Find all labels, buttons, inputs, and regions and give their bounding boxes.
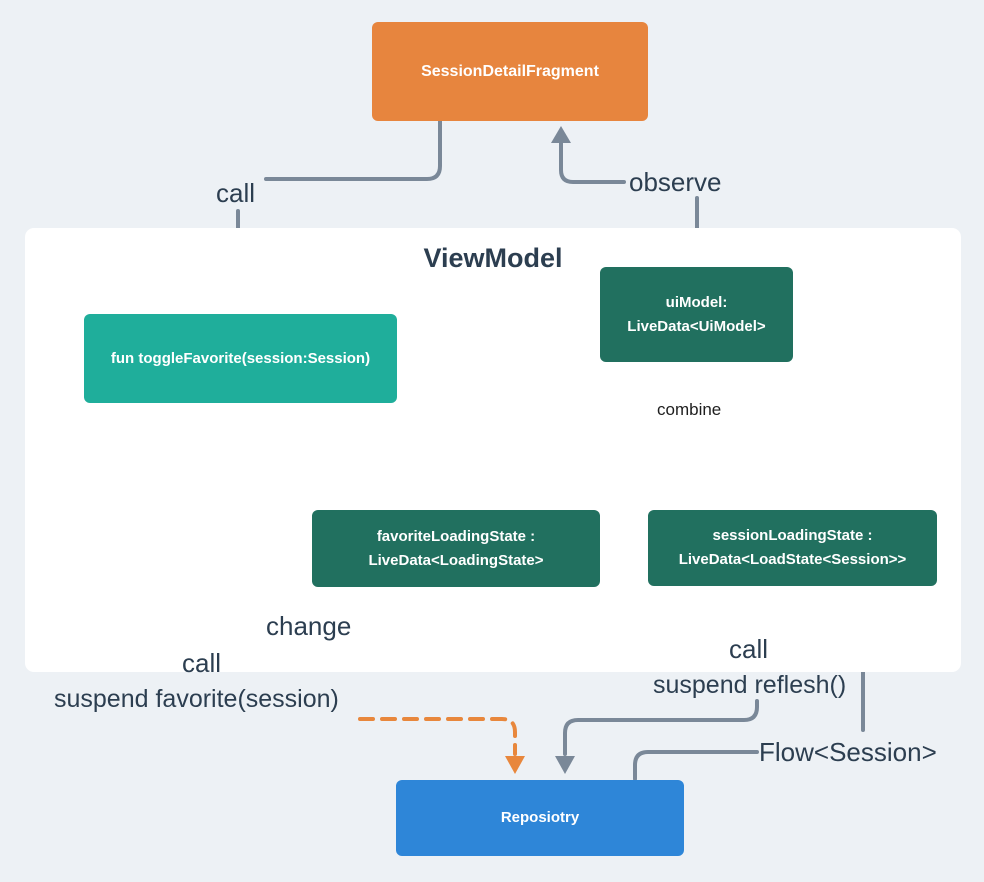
node-ui-model-line1: uiModel: xyxy=(665,293,728,311)
node-ui-model: uiModel: LiveData<UiModel> xyxy=(600,267,793,362)
edge-label-suspend-reflesh: suspend reflesh() xyxy=(653,671,847,699)
edge-label-call-top: call xyxy=(216,178,256,208)
edge-label-change: change xyxy=(266,611,352,641)
edge-label-call-bottom-left: call xyxy=(182,648,222,678)
edge-label-suspend-favorite: suspend favorite(session) xyxy=(54,685,339,713)
node-repository: Reposiotry xyxy=(396,780,684,856)
node-favorite-loading-state-line2: LiveData<LoadingState> xyxy=(368,551,544,569)
node-session-loading-state-line1: sessionLoadingState : xyxy=(712,527,873,544)
node-ui-model-line2: LiveData<UiModel> xyxy=(627,317,766,335)
node-session-detail-fragment: SessionDetailFragment xyxy=(372,22,648,121)
node-toggle-favorite-label: fun toggleFavorite(session:Session) xyxy=(110,349,371,367)
node-favorite-loading-state-line1: favoriteLoadingState : xyxy=(376,527,536,545)
edge-label-flow-session: Flow<Session> xyxy=(759,737,937,767)
node-toggle-favorite: fun toggleFavorite(session:Session) xyxy=(84,314,397,403)
viewmodel-panel xyxy=(25,228,961,672)
edge-label-call-bottom-right: call xyxy=(729,634,769,664)
viewmodel-panel-title: ViewModel xyxy=(423,243,563,273)
edge-label-observe: observe xyxy=(629,167,722,197)
node-repository-label: Reposiotry xyxy=(500,809,580,826)
node-favorite-loading-state: favoriteLoadingState : LiveData<LoadingS… xyxy=(312,510,600,587)
node-session-detail-fragment-label: SessionDetailFragment xyxy=(421,62,599,80)
edge-label-combine: combine xyxy=(657,400,722,419)
node-session-loading-state: sessionLoadingState : LiveData<LoadState… xyxy=(648,510,937,586)
node-session-loading-state-line2: LiveData<LoadState<Session>> xyxy=(678,551,907,568)
